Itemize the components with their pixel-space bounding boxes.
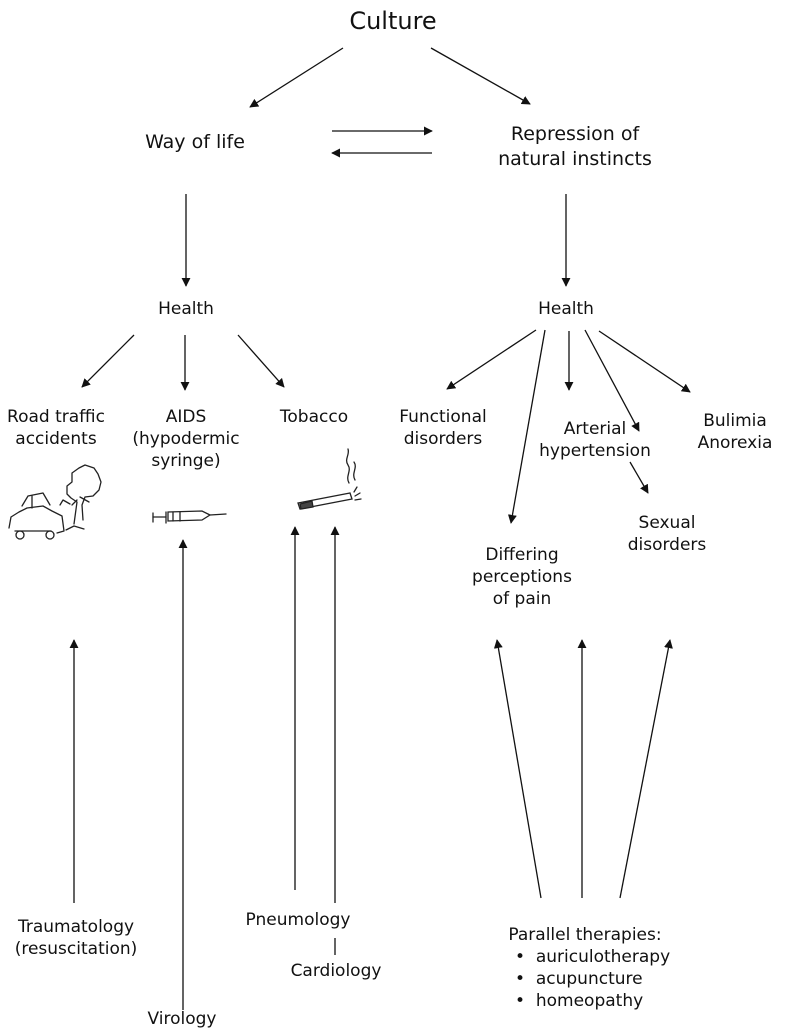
- syringe-icon: [152, 510, 227, 524]
- bulimia-line-1: Bulimia: [703, 411, 767, 431]
- aids-label: AIDS (hypodermic syringe): [128, 406, 244, 472]
- culture-label: Culture: [349, 7, 437, 35]
- repression-line-2: natural instincts: [498, 148, 652, 170]
- pain-line-1: Differing: [485, 545, 559, 565]
- arrow-health-to-functional: [446, 329, 537, 390]
- arrow-health-to-road: [81, 334, 135, 388]
- pain-line-3: of pain: [492, 589, 552, 609]
- parallel-therapies-list: auriculotherapy acupuncture homeopathy: [515, 946, 670, 1012]
- therapy-item: auriculotherapy: [515, 946, 670, 968]
- aids-line-3: syringe): [151, 451, 221, 471]
- arterial-line-2: hypertension: [539, 441, 651, 461]
- functional-disorders-label: Functional disorders: [388, 406, 498, 450]
- functional-line-2: disorders: [403, 429, 483, 449]
- arrow-health-to-bulimia: [598, 330, 691, 393]
- traumatology-line-1: Traumatology: [17, 917, 135, 937]
- arrow-therapies-to-pain: [493, 639, 542, 899]
- arterial-hypertension-label: Arterial hypertension: [530, 418, 660, 462]
- road-line-1: Road traffic: [7, 407, 105, 427]
- repression-label: Repression of natural instincts: [480, 122, 670, 172]
- health-right-label: Health: [538, 299, 594, 319]
- functional-line-1: Functional: [399, 407, 487, 427]
- arrow-health-to-pain: [507, 329, 546, 524]
- aids-line-2: (hypodermic: [132, 429, 240, 449]
- cardiology-label: Cardiology: [290, 961, 382, 981]
- traumatology-label: Traumatology (resuscitation): [6, 916, 146, 960]
- sexual-line-1: Sexual: [638, 513, 696, 533]
- sexual-disorders-label: Sexual disorders: [612, 512, 722, 556]
- therapy-item: acupuncture: [515, 968, 670, 990]
- parallel-therapies-title: Parallel therapies:: [508, 925, 662, 945]
- arterial-line-1: Arterial: [563, 419, 627, 439]
- aids-line-1: AIDS: [165, 407, 207, 427]
- differing-perceptions-label: Differing perceptions of pain: [460, 544, 584, 610]
- arrow-culture-to-repression: [430, 47, 531, 105]
- repression-line-1: Repression of: [510, 123, 640, 145]
- cigarette-icon: [297, 448, 362, 510]
- bulimia-line-2: Anorexia: [697, 433, 773, 453]
- pain-line-2: perceptions: [472, 567, 572, 587]
- road-line-2: accidents: [15, 429, 97, 449]
- arrow-health-to-arterial-hyp: [584, 329, 640, 432]
- arrow-culture-to-way-of-life: [249, 47, 344, 108]
- bulimia-anorexia-label: Bulimia Anorexia: [690, 410, 780, 454]
- sexual-line-2: disorders: [627, 535, 707, 555]
- virology-label: Virology: [147, 1009, 217, 1029]
- pneumology-label: Pneumology: [245, 910, 351, 930]
- therapy-item: homeopathy: [515, 990, 670, 1012]
- traumatology-line-2: (resuscitation): [14, 939, 138, 959]
- arrow-health-to-tobacco: [237, 334, 285, 388]
- way-of-life-label: Way of life: [145, 131, 245, 153]
- arrow-arterial-to-sexual: [629, 461, 649, 494]
- arrow-therapies-up-right: [619, 639, 673, 899]
- health-left-label: Health: [158, 299, 214, 319]
- road-traffic-label: Road traffic accidents: [0, 406, 112, 450]
- car-and-tree-icon: [8, 464, 102, 540]
- tobacco-label: Tobacco: [279, 407, 349, 427]
